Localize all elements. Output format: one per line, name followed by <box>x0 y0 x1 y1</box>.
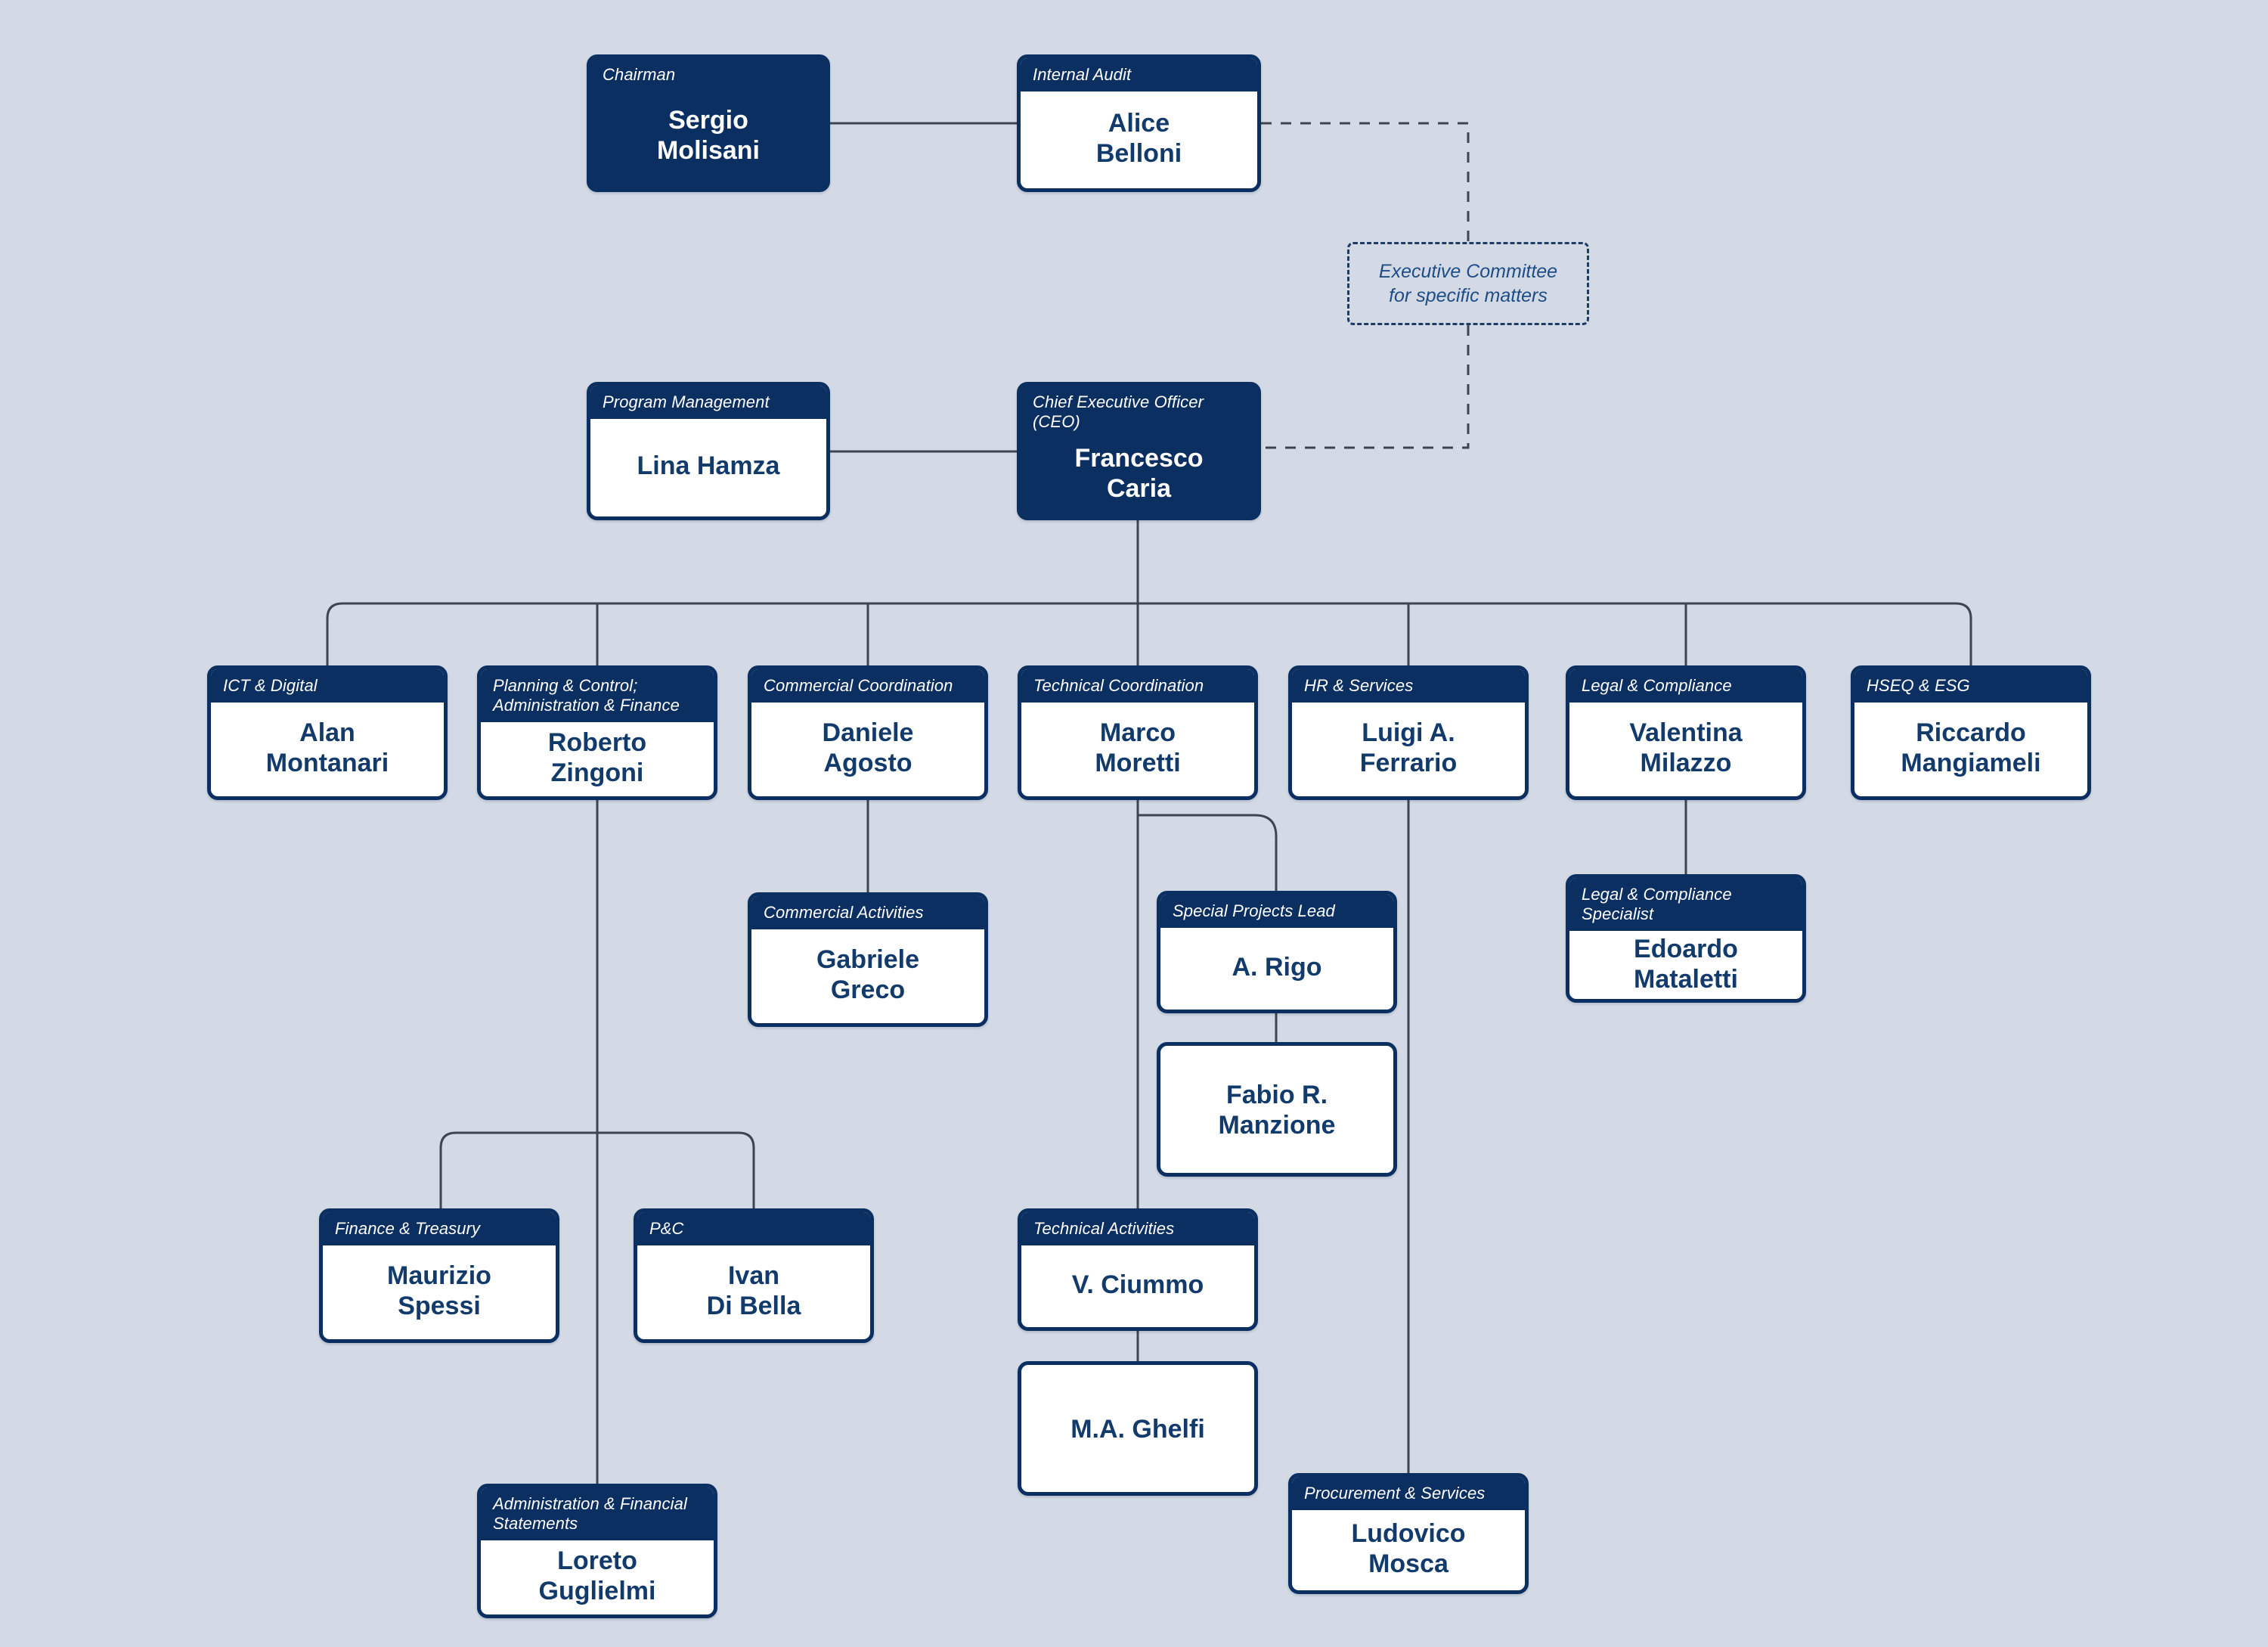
node-program-management[interactable]: Program Management Lina Hamza <box>587 382 830 520</box>
node-ict-digital-role: ICT & Digital <box>211 669 444 703</box>
node-manzione[interactable]: Fabio R. Manzione <box>1157 1042 1397 1177</box>
node-planning-control-name: Roberto Zingoni <box>547 727 647 787</box>
node-ict-digital[interactable]: ICT & Digital Alan Montanari <box>207 665 448 800</box>
node-chairman-role: Chairman <box>590 58 826 86</box>
node-legal-compliance-name: Valentina Milazzo <box>1629 718 1743 777</box>
node-commercial-coordination[interactable]: Commercial Coordination Daniele Agosto <box>748 665 988 800</box>
node-technical-activities-role: Technical Activities <box>1021 1212 1254 1245</box>
node-manzione-name: Fabio R. Manzione <box>1218 1080 1336 1140</box>
node-finance-treasury-role: Finance & Treasury <box>323 1212 556 1245</box>
node-ict-digital-name: Alan Montanari <box>265 718 389 777</box>
node-hseq-esg-name: Riccardo Mangiameli <box>1901 718 2041 777</box>
node-commercial-activities[interactable]: Commercial Activities Gabriele Greco <box>748 892 988 1027</box>
node-procurement-services-role: Procurement & Services <box>1292 1477 1525 1510</box>
node-hseq-esg-role: HSEQ & ESG <box>1854 669 2087 703</box>
node-internal-audit-role: Internal Audit <box>1021 58 1257 92</box>
node-ceo-name: Francesco Caria <box>1074 443 1204 503</box>
node-procurement-services-name: Ludovico Mosca <box>1351 1518 1466 1578</box>
node-legal-compliance-specialist-role: Legal & Compliance Specialist <box>1569 878 1802 931</box>
node-technical-coordination-name: Marco Moretti <box>1095 718 1181 777</box>
node-commercial-activities-role: Commercial Activities <box>751 896 984 929</box>
node-ghelfi[interactable]: M.A. Ghelfi <box>1018 1361 1258 1496</box>
node-planning-control-role: Planning & Control; Administration & Fin… <box>481 669 714 722</box>
node-internal-audit-name: Alice Belloni <box>1095 108 1182 168</box>
node-technical-activities[interactable]: Technical Activities V. Ciummo <box>1018 1208 1258 1331</box>
edge-planning-finance-pc <box>439 1131 755 1216</box>
node-commercial-activities-name: Gabriele Greco <box>816 944 920 1004</box>
node-program-management-name: Lina Hamza <box>637 451 780 481</box>
node-legal-compliance-specialist-name: Edoardo Mataletti <box>1634 934 1738 994</box>
node-legal-compliance-role: Legal & Compliance <box>1569 669 1802 703</box>
node-hr-services-name: Luigi A. Ferrario <box>1359 718 1458 777</box>
node-hseq-esg[interactable]: HSEQ & ESG Riccardo Mangiameli <box>1851 665 2091 800</box>
node-ghelfi-name: M.A. Ghelfi <box>1070 1414 1205 1444</box>
node-technical-activities-name: V. Ciummo <box>1071 1270 1204 1299</box>
node-legal-compliance[interactable]: Legal & Compliance Valentina Milazzo <box>1566 665 1806 800</box>
node-finance-treasury-name: Maurizio Spessi <box>387 1261 491 1320</box>
node-hr-services-role: HR & Services <box>1292 669 1525 703</box>
edge-main-bus <box>326 602 1972 665</box>
node-finance-treasury[interactable]: Finance & Treasury Maurizio Spessi <box>319 1208 559 1343</box>
node-program-management-role: Program Management <box>590 386 826 419</box>
node-commercial-coordination-role: Commercial Coordination <box>751 669 984 703</box>
node-pc-name: Ivan Di Bella <box>706 1261 801 1320</box>
node-hr-services[interactable]: HR & Services Luigi A. Ferrario <box>1288 665 1529 800</box>
node-executive-committee[interactable]: Executive Committee for specific matters <box>1347 242 1589 325</box>
node-special-projects-lead-role: Special Projects Lead <box>1160 895 1393 928</box>
edge-technical-special <box>1138 814 1278 891</box>
node-special-projects-lead[interactable]: Special Projects Lead A. Rigo <box>1157 891 1397 1013</box>
node-technical-coordination-role: Technical Coordination <box>1021 669 1254 703</box>
node-pc-role: P&C <box>637 1212 870 1245</box>
node-procurement-services[interactable]: Procurement & Services Ludovico Mosca <box>1288 1473 1529 1594</box>
node-administration-financial-statements[interactable]: Administration & Financial Statements Lo… <box>477 1484 717 1618</box>
edge-internal-audit-committee <box>1261 122 1470 242</box>
node-legal-compliance-specialist[interactable]: Legal & Compliance Specialist Edoardo Ma… <box>1566 874 1806 1003</box>
edge-committee-ceo <box>1261 325 1470 449</box>
node-administration-financial-statements-role: Administration & Financial Statements <box>481 1487 714 1540</box>
node-administration-financial-statements-name: Loreto Guglielmi <box>538 1546 656 1605</box>
node-pc[interactable]: P&C Ivan Di Bella <box>634 1208 874 1343</box>
node-ceo-role: Chief Executive Officer (CEO) <box>1021 386 1257 433</box>
node-commercial-coordination-name: Daniele Agosto <box>822 718 914 777</box>
node-planning-control[interactable]: Planning & Control; Administration & Fin… <box>477 665 717 800</box>
node-chairman[interactable]: Chairman Sergio Molisani <box>587 54 830 192</box>
node-technical-coordination[interactable]: Technical Coordination Marco Moretti <box>1018 665 1258 800</box>
node-special-projects-lead-name: A. Rigo <box>1232 952 1322 982</box>
node-internal-audit[interactable]: Internal Audit Alice Belloni <box>1017 54 1261 192</box>
node-chairman-name: Sergio Molisani <box>656 106 761 166</box>
node-ceo[interactable]: Chief Executive Officer (CEO) Francesco … <box>1017 382 1261 520</box>
